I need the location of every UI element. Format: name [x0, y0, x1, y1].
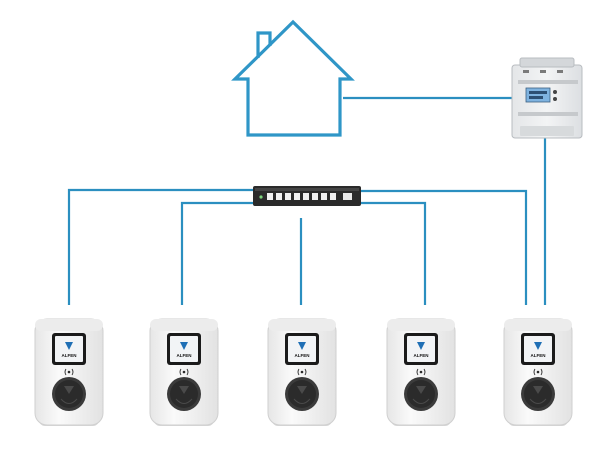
charger-brand-label: ALFEN	[295, 353, 310, 358]
switch-ports	[267, 193, 336, 200]
house-icon	[231, 19, 355, 137]
switch-port	[285, 193, 291, 200]
ev-charger-icon: ALFEN	[34, 318, 104, 426]
switch-charger2-line	[180, 201, 253, 305]
alfen-logo-icon	[417, 342, 425, 350]
switch-charger5-line	[361, 189, 528, 305]
ev-charger-icon: ALFEN	[503, 318, 573, 426]
switch-charger1-line	[67, 188, 253, 305]
rfid-icon	[297, 368, 307, 376]
charger-brand-label: ALFEN	[531, 353, 546, 358]
rfid-icon	[416, 368, 426, 376]
ev-charger-icon: ALFEN	[267, 318, 337, 426]
energy-meter-icon	[511, 57, 583, 139]
switch-port	[303, 193, 309, 200]
switch-port	[330, 193, 336, 200]
alfen-logo-icon	[298, 342, 306, 350]
switch-charger4-line	[361, 201, 427, 305]
charger-brand-label: ALFEN	[414, 353, 429, 358]
ev-charger-icon: ALFEN	[149, 318, 219, 426]
alfen-logo-icon	[180, 342, 188, 350]
alfen-logo-icon	[534, 342, 542, 350]
alfen-logo-icon	[65, 342, 73, 350]
switch-port	[312, 193, 318, 200]
switch-port	[294, 193, 300, 200]
charger-brand-label: ALFEN	[62, 353, 77, 358]
switch-port	[276, 193, 282, 200]
charger-brand-label: ALFEN	[177, 353, 192, 358]
rfid-icon	[64, 368, 74, 376]
connection-lines	[67, 96, 547, 305]
rfid-icon	[533, 368, 543, 376]
network-switch-icon	[253, 186, 361, 206]
switch-port	[267, 193, 273, 200]
switch-port	[321, 193, 327, 200]
rfid-icon	[179, 368, 189, 376]
ev-charger-icon: ALFEN	[386, 318, 456, 426]
chargers-group: ALFEN ALFEN ALFEN ALFEN ALFEN	[34, 318, 573, 426]
